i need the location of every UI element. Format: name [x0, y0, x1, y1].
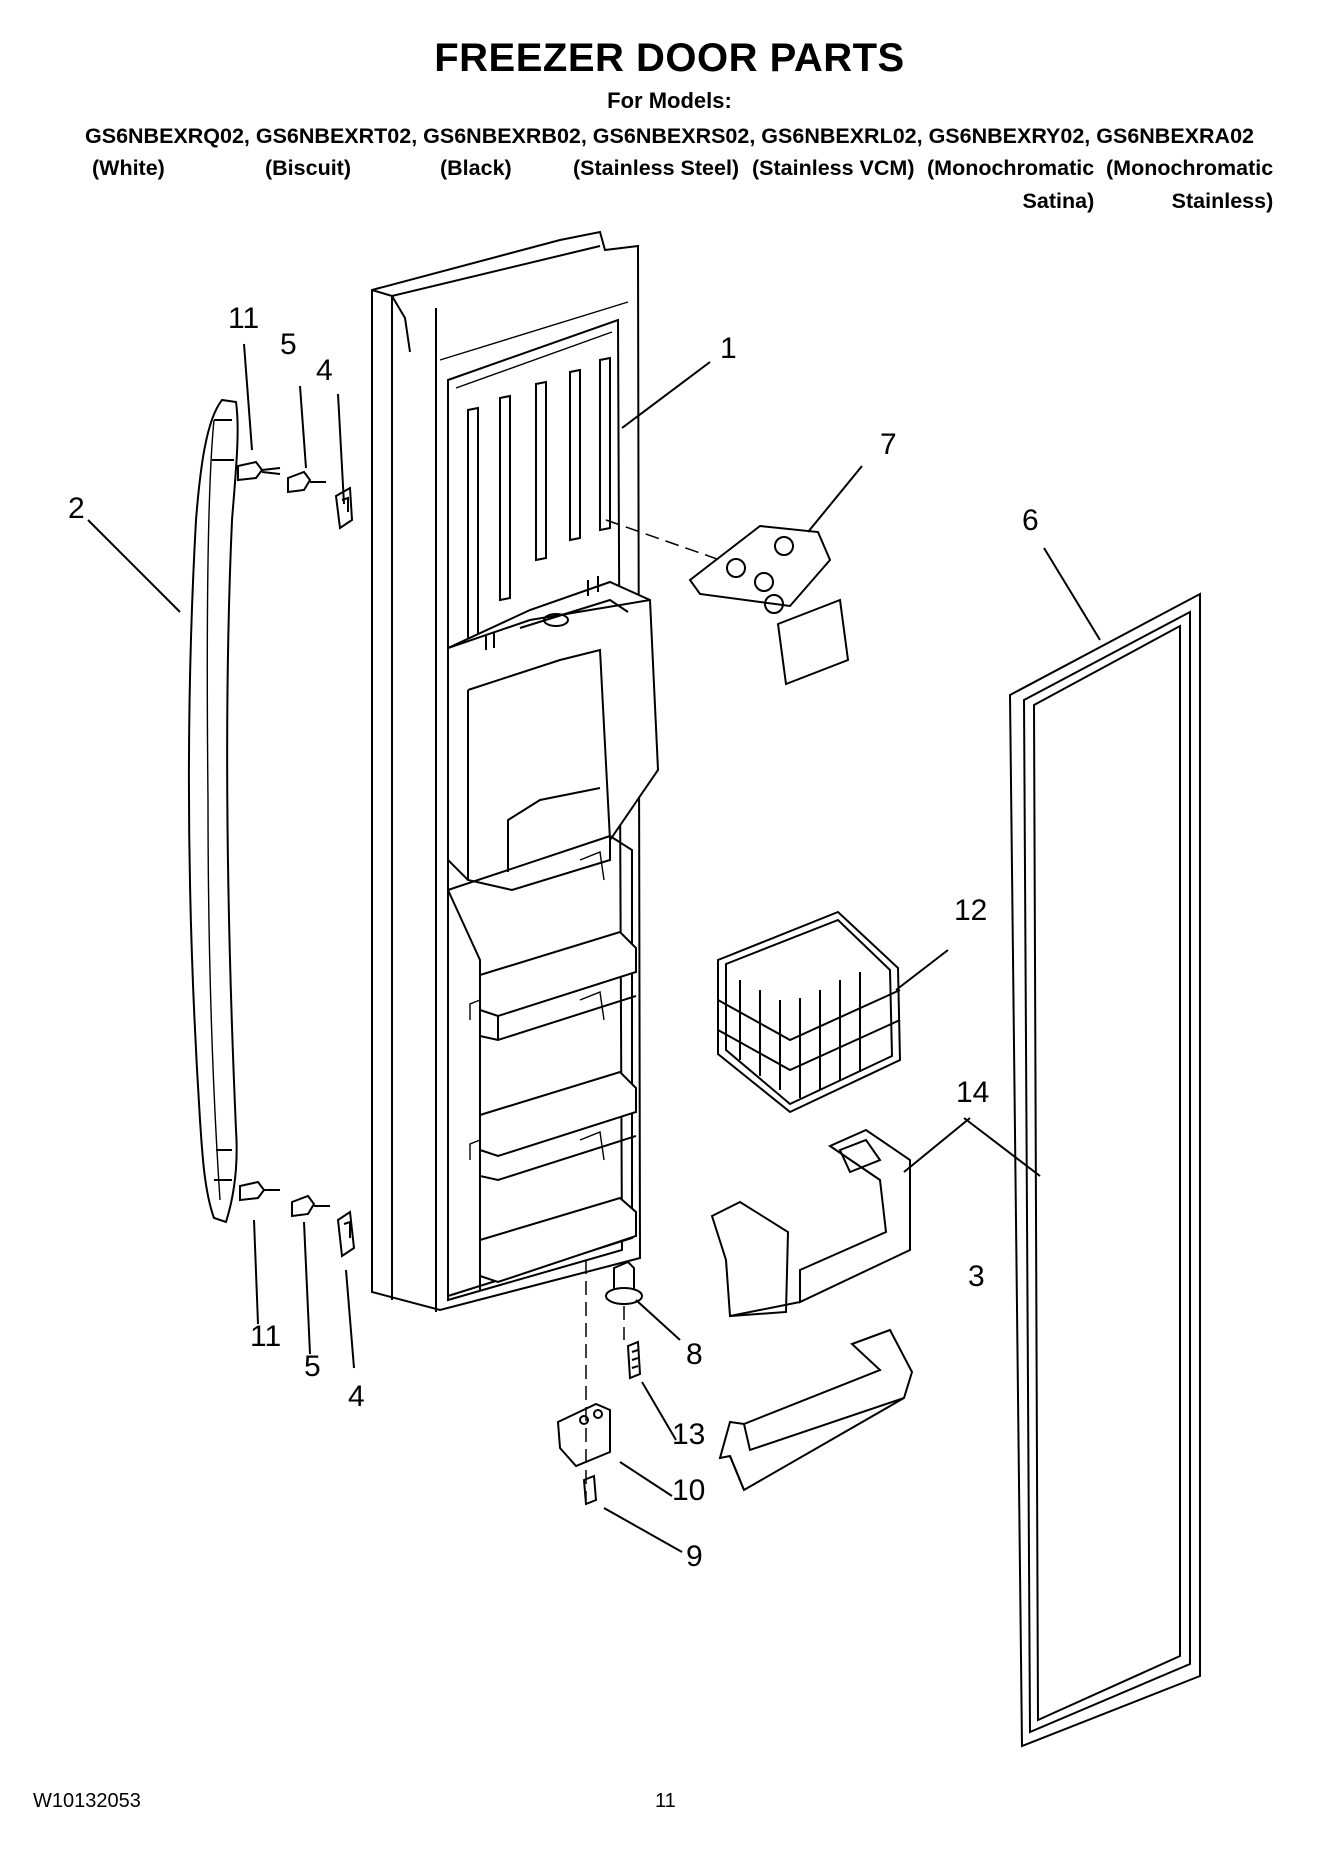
callout-1: 1 [720, 332, 737, 365]
callout-4-top: 4 [316, 354, 333, 387]
handle-part-2 [187, 398, 239, 1224]
freezer-door-part-1 [371, 230, 660, 1312]
callout-4-bottom: 4 [348, 1380, 365, 1413]
bottom-bin-part-3 [718, 1328, 914, 1492]
bin-frame-part-14 [710, 1128, 911, 1318]
callout-numbers: 1 2 3 4 4 5 5 6 7 8 9 10 11 11 12 13 14 [68, 302, 1039, 1573]
callout-10: 10 [672, 1474, 705, 1507]
callout-7: 7 [880, 428, 897, 461]
callout-2: 2 [68, 492, 85, 525]
variant-biscuit: (Biscuit) [265, 156, 351, 180]
page-number: 11 [655, 1790, 676, 1812]
hinge-hardware [556, 1260, 643, 1506]
variant-stainless-vcm: (Stainless VCM) [752, 156, 915, 180]
callout-3: 3 [968, 1260, 985, 1293]
callout-11-top: 11 [228, 302, 259, 335]
wire-basket-part-12 [717, 910, 902, 1114]
door-gasket-part-6 [1008, 592, 1201, 1748]
callout-8: 8 [686, 1338, 703, 1371]
callout-14: 14 [956, 1076, 989, 1109]
variant-white: (White) [92, 156, 165, 180]
callout-5-top: 5 [280, 328, 297, 361]
models-subtitle: For Models: [607, 88, 732, 113]
page-title: FREEZER DOOR PARTS [434, 36, 905, 80]
plate-part-7 [605, 519, 850, 686]
variant-monochromatic-satina: (Monochromatic Satina) [927, 156, 1095, 213]
variant-black: (Black) [440, 156, 512, 180]
variant-monochromatic-stainless: (Monochromatic Stainless) [1106, 156, 1274, 213]
model-numbers: GS6NBEXRQ02, GS6NBEXRT02, GS6NBEXRB02, G… [85, 124, 1254, 148]
handle-fasteners [237, 460, 356, 1258]
document-number: W10132053 [33, 1790, 141, 1812]
leader-lines [87, 343, 1101, 1553]
callout-6: 6 [1022, 504, 1039, 537]
callout-12: 12 [954, 894, 987, 927]
callout-9: 9 [686, 1540, 703, 1573]
callout-5-bottom: 5 [304, 1350, 321, 1383]
callout-13: 13 [672, 1418, 705, 1451]
variant-stainless-steel: (Stainless Steel) [573, 156, 740, 180]
callout-11-bottom: 11 [250, 1320, 281, 1353]
